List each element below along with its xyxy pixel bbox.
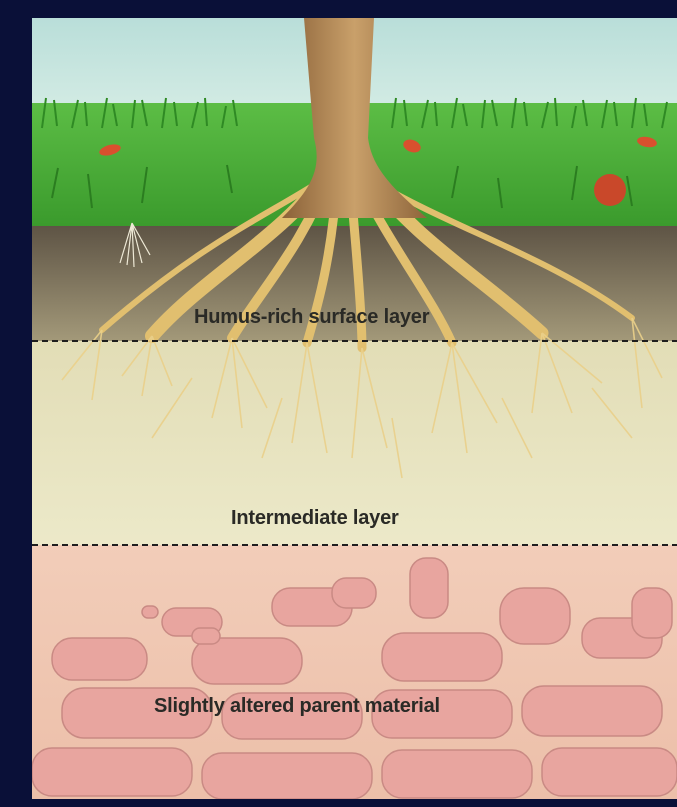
soil-profile-illustration: Humus-rich surface layer Intermediate la…	[32, 18, 677, 799]
label-surface-layer: Humus-rich surface layer	[194, 306, 429, 329]
label-parent-material: Slightly altered parent material	[154, 695, 440, 718]
soil-profile-svg	[32, 18, 677, 799]
label-intermediate-layer: Intermediate layer	[231, 507, 399, 530]
